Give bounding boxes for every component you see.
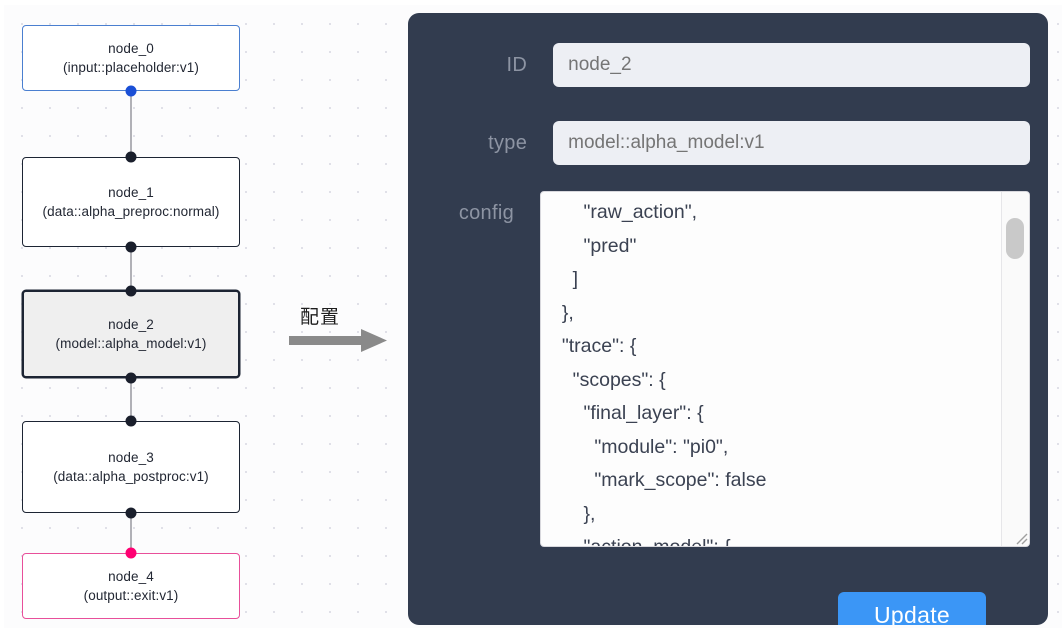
handle-node_3-source[interactable] bbox=[125, 507, 137, 519]
type-input[interactable] bbox=[553, 121, 1030, 165]
right-arrow-icon bbox=[289, 329, 387, 352]
canvas-edge-bottom bbox=[0, 628, 1062, 643]
edge-node0-node1 bbox=[130, 90, 132, 160]
annotation-label: 配置 bbox=[300, 306, 341, 328]
field-row-id: ID bbox=[430, 43, 1030, 87]
canvas-edge-top bbox=[0, 0, 1062, 5]
config-field-label: config bbox=[458, 202, 514, 224]
update-button[interactable]: Update bbox=[838, 592, 986, 625]
node-inspector-panel: ID type config "raw_action", "pred" ] },… bbox=[408, 13, 1048, 625]
graph-node-node_0-title: node_0 bbox=[108, 41, 154, 56]
id-input[interactable] bbox=[553, 43, 1030, 87]
handle-node_1-source[interactable] bbox=[125, 241, 137, 253]
id-field-label: ID bbox=[506, 54, 528, 76]
field-row-config: config "raw_action", "pred" ] }, "trace"… bbox=[430, 191, 1030, 547]
graph-node-node_2-subtitle: (model::alpha_model:v1) bbox=[55, 336, 207, 351]
handle-node_0-source[interactable] bbox=[125, 85, 137, 97]
graph-node-node_1[interactable]: node_1 (data::alpha_preproc:normal) bbox=[22, 157, 240, 247]
graph-node-node_3-label: node_3 (data::alpha_postproc:v1) bbox=[31, 448, 231, 486]
handle-node_4-target[interactable] bbox=[125, 547, 137, 559]
canvas-edge-left bbox=[0, 0, 4, 643]
edge-node2-node3 bbox=[130, 377, 132, 421]
graph-node-node_0-subtitle: (input::placeholder:v1) bbox=[63, 60, 199, 75]
handle-node_3-target[interactable] bbox=[125, 415, 137, 427]
field-row-type: type bbox=[430, 121, 1030, 165]
config-scrollbar-track[interactable] bbox=[1001, 192, 1029, 546]
edge-node3-node4 bbox=[130, 512, 132, 554]
graph-node-node_1-label: node_1 (data::alpha_preproc:normal) bbox=[31, 183, 231, 221]
edge-node1-node2 bbox=[130, 246, 132, 292]
graph-node-node_0[interactable]: node_0 (input::placeholder:v1) bbox=[22, 25, 240, 91]
graph-node-node_1-subtitle: (data::alpha_preproc:normal) bbox=[42, 204, 220, 219]
graph-node-node_2-label: node_2 (model::alpha_model:v1) bbox=[32, 315, 230, 353]
config-scrollbar-thumb[interactable] bbox=[1006, 218, 1024, 259]
graph-node-node_3-title: node_3 bbox=[108, 450, 154, 465]
config-textarea[interactable]: "raw_action", "pred" ] }, "trace": { "sc… bbox=[540, 191, 1030, 547]
graph-node-node_4-label: node_4 (output::exit:v1) bbox=[31, 567, 231, 605]
graph-node-node_3[interactable]: node_3 (data::alpha_postproc:v1) bbox=[22, 421, 240, 513]
handle-node_2-target[interactable] bbox=[125, 285, 137, 297]
graph-node-node_2-title: node_2 bbox=[108, 317, 154, 332]
graph-node-node_4-subtitle: (output::exit:v1) bbox=[83, 588, 179, 603]
graph-node-node_0-label: node_0 (input::placeholder:v1) bbox=[31, 39, 231, 77]
handle-node_1-target[interactable] bbox=[125, 151, 137, 163]
graph-node-node_4-title: node_4 bbox=[108, 569, 154, 584]
type-field-label: type bbox=[488, 132, 528, 154]
graph-node-node_3-subtitle: (data::alpha_postproc:v1) bbox=[53, 469, 209, 484]
graph-node-node_2[interactable]: node_2 (model::alpha_model:v1) bbox=[22, 290, 240, 378]
config-editor: "raw_action", "pred" ] }, "trace": { "sc… bbox=[540, 191, 1030, 547]
handle-node_2-source[interactable] bbox=[125, 372, 137, 384]
graph-node-node_1-title: node_1 bbox=[108, 185, 154, 200]
resize-handle-icon[interactable] bbox=[1012, 529, 1028, 545]
graph-node-node_4[interactable]: node_4 (output::exit:v1) bbox=[22, 553, 240, 619]
